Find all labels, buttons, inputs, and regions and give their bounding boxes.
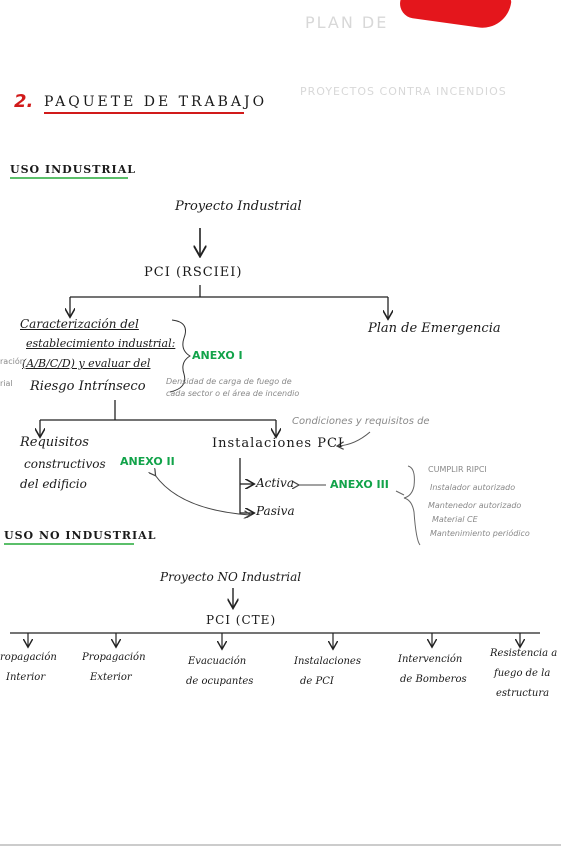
item-propagacion-exterior-l1: Propagación [82, 652, 146, 663]
item-intervencion-l1: Intervención [398, 654, 463, 665]
note-densidad-line2: cada sector o el área de incendio [166, 389, 300, 398]
node-proyecto-industrial: Proyecto Industrial [175, 199, 302, 214]
item-resistencia-l3: estructura [496, 688, 550, 699]
bleed-through-mid: PROYECTOS CONTRA INCENDIOS [300, 85, 507, 98]
note-condiciones: Condiciones y requisitos de [292, 416, 430, 427]
item-propagacion-interior-l1: ropagación [0, 652, 57, 663]
node-proyecto-no-industrial: Proyecto NO Industrial [160, 570, 302, 584]
node-instalaciones-pci: Instalaciones PCI [212, 436, 345, 451]
item-instalaciones-l2: de PCI [300, 676, 334, 687]
node-activa: Activa [256, 476, 294, 490]
item-propagacion-exterior-l2: Exterior [90, 672, 132, 683]
margin-note-1: ración [0, 357, 25, 366]
item-propagacion-interior-l2: Interior [6, 672, 46, 683]
note-densidad-line1: Densidad de carga de fuego de [166, 377, 292, 386]
item-intervencion-l2: de Bomberos [400, 674, 467, 685]
side-note-3: Mantenedor autorizado [428, 501, 522, 510]
node-caracterizacion-line2: establecimiento industrial: [26, 337, 176, 350]
anexo-3-label: ANEXO III [330, 478, 389, 491]
item-instalaciones-l1: Instalaciones [294, 656, 361, 667]
node-caracterizacion-line3: (A/B/C/D) y evaluar del [22, 357, 151, 370]
section-title-industrial: USO INDUSTRIAL [10, 163, 135, 180]
node-requisitos-line1: Requisitos [20, 435, 89, 450]
node-pci-rsciei: PCI (RSCIEI) [144, 265, 243, 280]
section-number: 2. [14, 91, 34, 112]
node-pci-cte: PCI (CTE) [206, 613, 277, 627]
item-resistencia-l2: fuego de la [494, 668, 551, 679]
item-evacuacion-l1: Evacuación [188, 656, 247, 667]
side-note-1: CUMPLIR RIPCI [428, 465, 487, 474]
anexo-1-label: ANEXO I [192, 349, 243, 362]
side-note-2: Instalador autorizado [430, 483, 516, 492]
side-note-4: Material CE [432, 515, 478, 524]
anexo-2-label: ANEXO II [120, 455, 175, 468]
section-title-no-industrial: USO NO INDUSTRIAL [4, 529, 155, 546]
node-plan-emergencia: Plan de Emergencia [368, 321, 501, 336]
page-title: PAQUETE DE TRABAJO [44, 94, 264, 115]
item-resistencia-l1: Resistencia a [490, 648, 558, 659]
side-note-5: Mantenimiento periódico [430, 529, 530, 538]
item-evacuacion-l2: de ocupantes [186, 676, 254, 687]
bleed-through-top: PLAN DE [305, 13, 389, 32]
node-requisitos-line3: del edificio [20, 477, 87, 491]
node-riesgo-intrinseco: Riesgo Intrínseco [30, 379, 146, 394]
node-caracterizacion-line1: Caracterización del [20, 317, 139, 331]
node-pasiva: Pasiva [256, 504, 295, 518]
node-requisitos-line2: constructivos [24, 457, 106, 471]
margin-note-2: rial [0, 379, 13, 388]
